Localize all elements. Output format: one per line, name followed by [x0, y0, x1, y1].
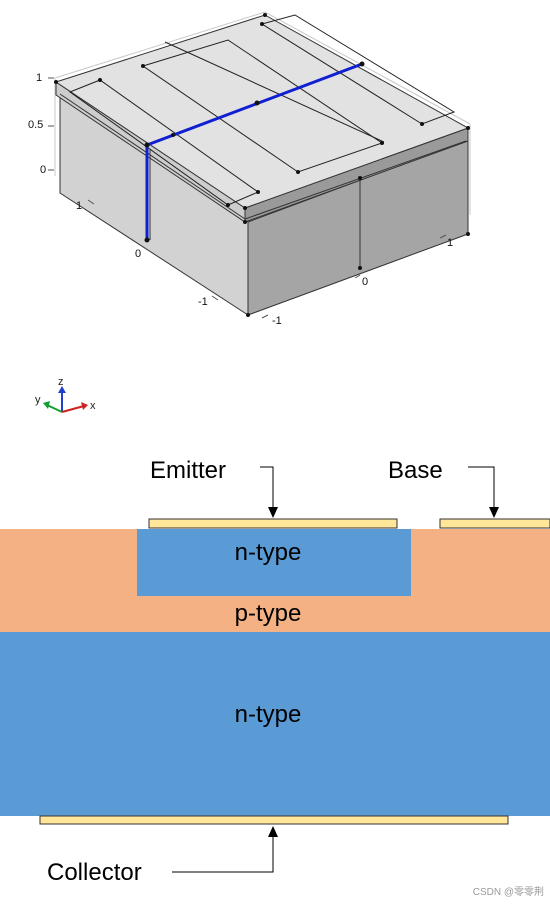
base-arrowhead [489, 507, 499, 518]
vertex-dot [98, 78, 102, 82]
layer-boundary-line [244, 140, 467, 220]
contact-edge [164, 41, 385, 143]
axis-tick [144, 247, 152, 253]
collector-contact [39, 815, 509, 825]
vertex-dot [246, 313, 250, 317]
tick-label-x-minus-1: -1 [272, 315, 282, 327]
vertex-dot [144, 237, 150, 243]
vertex-dot [420, 122, 424, 126]
axis-tick [439, 234, 447, 239]
vertex-dot [263, 13, 267, 17]
vertex-dot [171, 133, 175, 137]
vertex-dot [243, 220, 247, 224]
device-3d-model: 1 0.5 0 1 0 -1 0 1 -1 [28, 11, 471, 327]
axis-tick [261, 314, 269, 319]
vertex-dot [466, 126, 470, 130]
vertex-dot [256, 190, 260, 194]
triad-label-y: y [35, 394, 41, 406]
collector-leader-line [172, 836, 274, 873]
cut-line [145, 62, 363, 240]
vertex-dot [466, 232, 470, 236]
collector-arrowhead [268, 826, 278, 837]
label-p-type-base: p-type [235, 600, 302, 627]
tick-label-y-minus-1: -1 [198, 296, 208, 308]
vertex-dot [144, 142, 150, 148]
y-axis-arrow [46, 404, 63, 413]
axis-triad: z x y [35, 376, 96, 413]
layer-boundary-line [59, 93, 246, 220]
label-collector: Collector [47, 859, 142, 886]
emitter-contact [148, 518, 398, 529]
n-type-emitter-region [137, 529, 411, 596]
watermark-text: CSDN @零零荆 [472, 887, 544, 898]
vertex-dot [296, 170, 300, 174]
tick-label-y-1: 1 [76, 200, 82, 212]
label-emitter: Emitter [150, 457, 226, 484]
vertex-dot [243, 206, 247, 210]
vertex-dot [260, 22, 264, 26]
emitter-leader-line [260, 466, 274, 508]
tick-label-y-0: 0 [135, 248, 141, 260]
triad-label-z: z [58, 376, 64, 388]
vertex-dot [358, 176, 362, 180]
axis-tick [211, 295, 219, 301]
vertex-dot [141, 64, 145, 68]
vertex-dot [359, 61, 365, 67]
vertex-dot [54, 80, 58, 84]
base-contact [439, 518, 550, 529]
vertex-dot [358, 266, 362, 270]
label-n-type-emitter: n-type [235, 539, 302, 566]
z-axis-arrowhead [58, 386, 66, 393]
bounding-box-edge [54, 11, 471, 125]
tick-label-x-1: 1 [447, 237, 453, 249]
base-outline [260, 14, 456, 125]
label-n-type-collector: n-type [235, 701, 302, 728]
vertex-dot [380, 141, 384, 145]
tick-label-z-0.5: 0.5 [28, 119, 43, 131]
axis-tick [354, 274, 361, 279]
triad-label-x: x [90, 400, 96, 412]
tick-label-z-1: 1 [36, 72, 42, 84]
base-leader-line [468, 466, 495, 508]
n-type-collector-region [0, 632, 550, 816]
emitter-arrowhead [268, 507, 278, 518]
x-axis-arrow [61, 405, 85, 413]
bjt-cross-section: n-type p-type n-type Emitter Base Collec… [0, 457, 550, 886]
vertex-dot [226, 203, 230, 207]
y-axis-arrowhead [43, 401, 50, 409]
vertex-dot [254, 100, 260, 106]
x-axis-arrowhead [81, 402, 88, 410]
label-base: Base [388, 457, 443, 484]
tick-label-z-0: 0 [40, 164, 46, 176]
axis-tick [87, 199, 95, 205]
tick-label-x-0: 0 [362, 276, 368, 288]
